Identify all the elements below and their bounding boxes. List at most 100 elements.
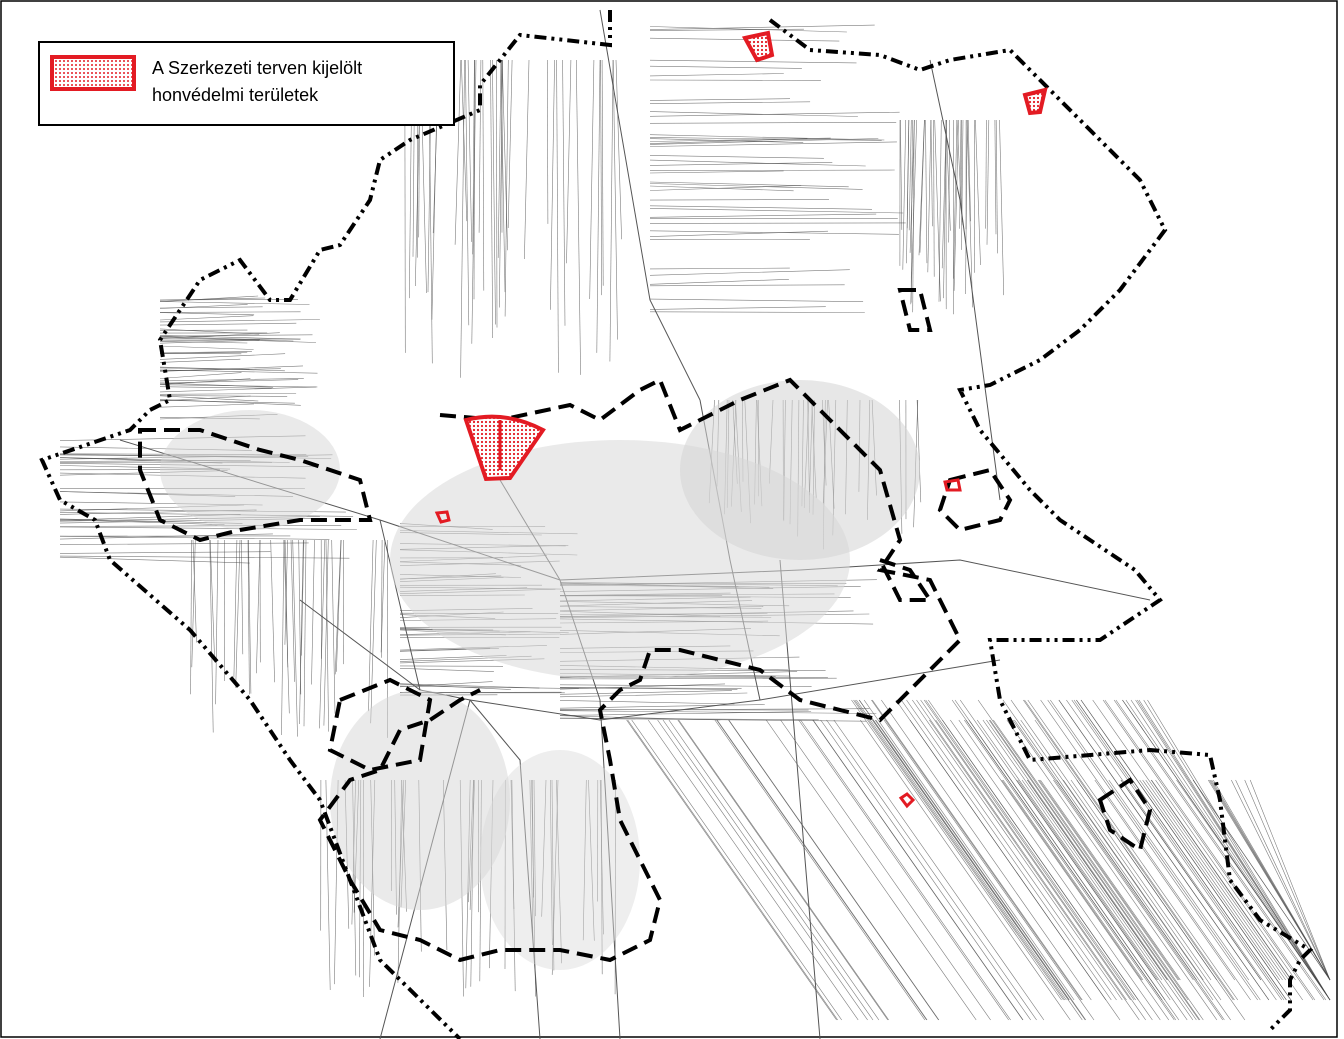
parcel-line [925, 699, 1136, 1001]
parcel-line [559, 687, 742, 689]
parcel-line [986, 119, 990, 245]
parcel-line [916, 699, 1127, 1001]
parcel-line [460, 59, 465, 378]
parcel-line [975, 119, 981, 266]
parcel-line [323, 539, 329, 726]
parcel-line [933, 119, 935, 277]
parcel-line [159, 368, 281, 371]
parcel-line [959, 119, 962, 229]
parcel-line [159, 341, 248, 344]
parcel-line [215, 539, 219, 705]
parcel-line [982, 719, 1194, 1021]
parcel-line [241, 539, 244, 655]
parcel-line [1094, 779, 1236, 981]
parcel-line [938, 119, 942, 302]
parcel-line [649, 101, 811, 104]
parcel-line [499, 59, 503, 308]
parcel-line [159, 378, 304, 382]
parcel-line [209, 539, 215, 663]
parcel-line [472, 59, 475, 255]
parcel-line [649, 205, 873, 210]
parcel-line [649, 26, 847, 33]
parcel-line [504, 59, 509, 317]
parcel-line [1056, 779, 1197, 981]
parcel-line [159, 311, 301, 313]
parcel-line [609, 59, 614, 362]
defense-area-1 [463, 414, 546, 482]
parcel-line [953, 119, 958, 279]
parcel-line [958, 719, 1170, 1021]
parcel-line [600, 59, 603, 296]
parcel-line [496, 59, 498, 328]
parcel-line [541, 779, 547, 917]
parcel-line [881, 699, 1092, 1001]
parcel-line [588, 779, 595, 941]
parcel-line [853, 699, 1064, 1001]
parcel-line [863, 699, 1075, 1001]
parcel-line [649, 185, 802, 191]
parcel-line [454, 59, 462, 245]
parcel-line [159, 319, 320, 323]
parcel-line [507, 59, 513, 229]
parcel-line [964, 719, 1175, 1021]
parcel-line [319, 539, 326, 729]
parcel-line [948, 119, 950, 243]
parcel-line [233, 539, 238, 678]
parcel-line [190, 539, 192, 695]
parcel-line [559, 708, 870, 711]
parcel-line [1024, 699, 1235, 1001]
parcel-line [159, 372, 242, 379]
parcel-line [465, 59, 470, 326]
parcel-line [59, 556, 250, 564]
parcel-line [631, 719, 842, 1021]
parcel-line [559, 684, 812, 687]
parcel-line [649, 138, 808, 144]
parcel-line [559, 704, 765, 709]
parcel-line [649, 73, 784, 77]
parcel-line [159, 297, 266, 301]
parcel-line [925, 119, 928, 264]
parcel-line [59, 524, 342, 527]
parcel-line [1016, 779, 1157, 981]
parcel-line [1021, 779, 1163, 981]
parcel-line [336, 539, 342, 672]
parcel-line [559, 710, 877, 714]
parcel-line [967, 119, 971, 222]
parcel-line [649, 169, 895, 171]
defense-area-5 [943, 478, 962, 492]
parcel-line [909, 119, 915, 253]
parcel-line [551, 779, 559, 975]
parcel-line [1073, 699, 1285, 1001]
parcel-line [860, 719, 1071, 1021]
parcel-line [531, 779, 536, 997]
parcel-line [284, 539, 289, 668]
parcel-line [780, 719, 991, 1021]
parcel-line [1006, 719, 1218, 1021]
parcel-line [551, 779, 555, 971]
parcel-line [649, 28, 804, 31]
parcel-line [649, 306, 826, 310]
parcel-line [566, 59, 572, 264]
parcel-line [1037, 779, 1179, 981]
parcel-line [399, 668, 494, 672]
parcel-line [902, 119, 906, 270]
parcel-line [325, 539, 329, 732]
parcel-line [872, 699, 1083, 1001]
parcel-line [467, 59, 472, 242]
parcel-line [533, 779, 536, 917]
parcel-line [728, 719, 940, 1021]
parcel-line [649, 183, 863, 190]
parcel-line [1017, 779, 1159, 981]
parcel-line [1145, 779, 1286, 981]
parcel-line [159, 395, 288, 397]
parcel-line [956, 119, 963, 222]
parcel-line [649, 111, 858, 117]
parcel-line [647, 719, 859, 1021]
parcel-line [497, 59, 502, 258]
parcel-line [919, 119, 925, 253]
parcel-line [1002, 699, 1214, 1001]
parcel-line [159, 382, 274, 388]
parcel-line [59, 533, 273, 540]
